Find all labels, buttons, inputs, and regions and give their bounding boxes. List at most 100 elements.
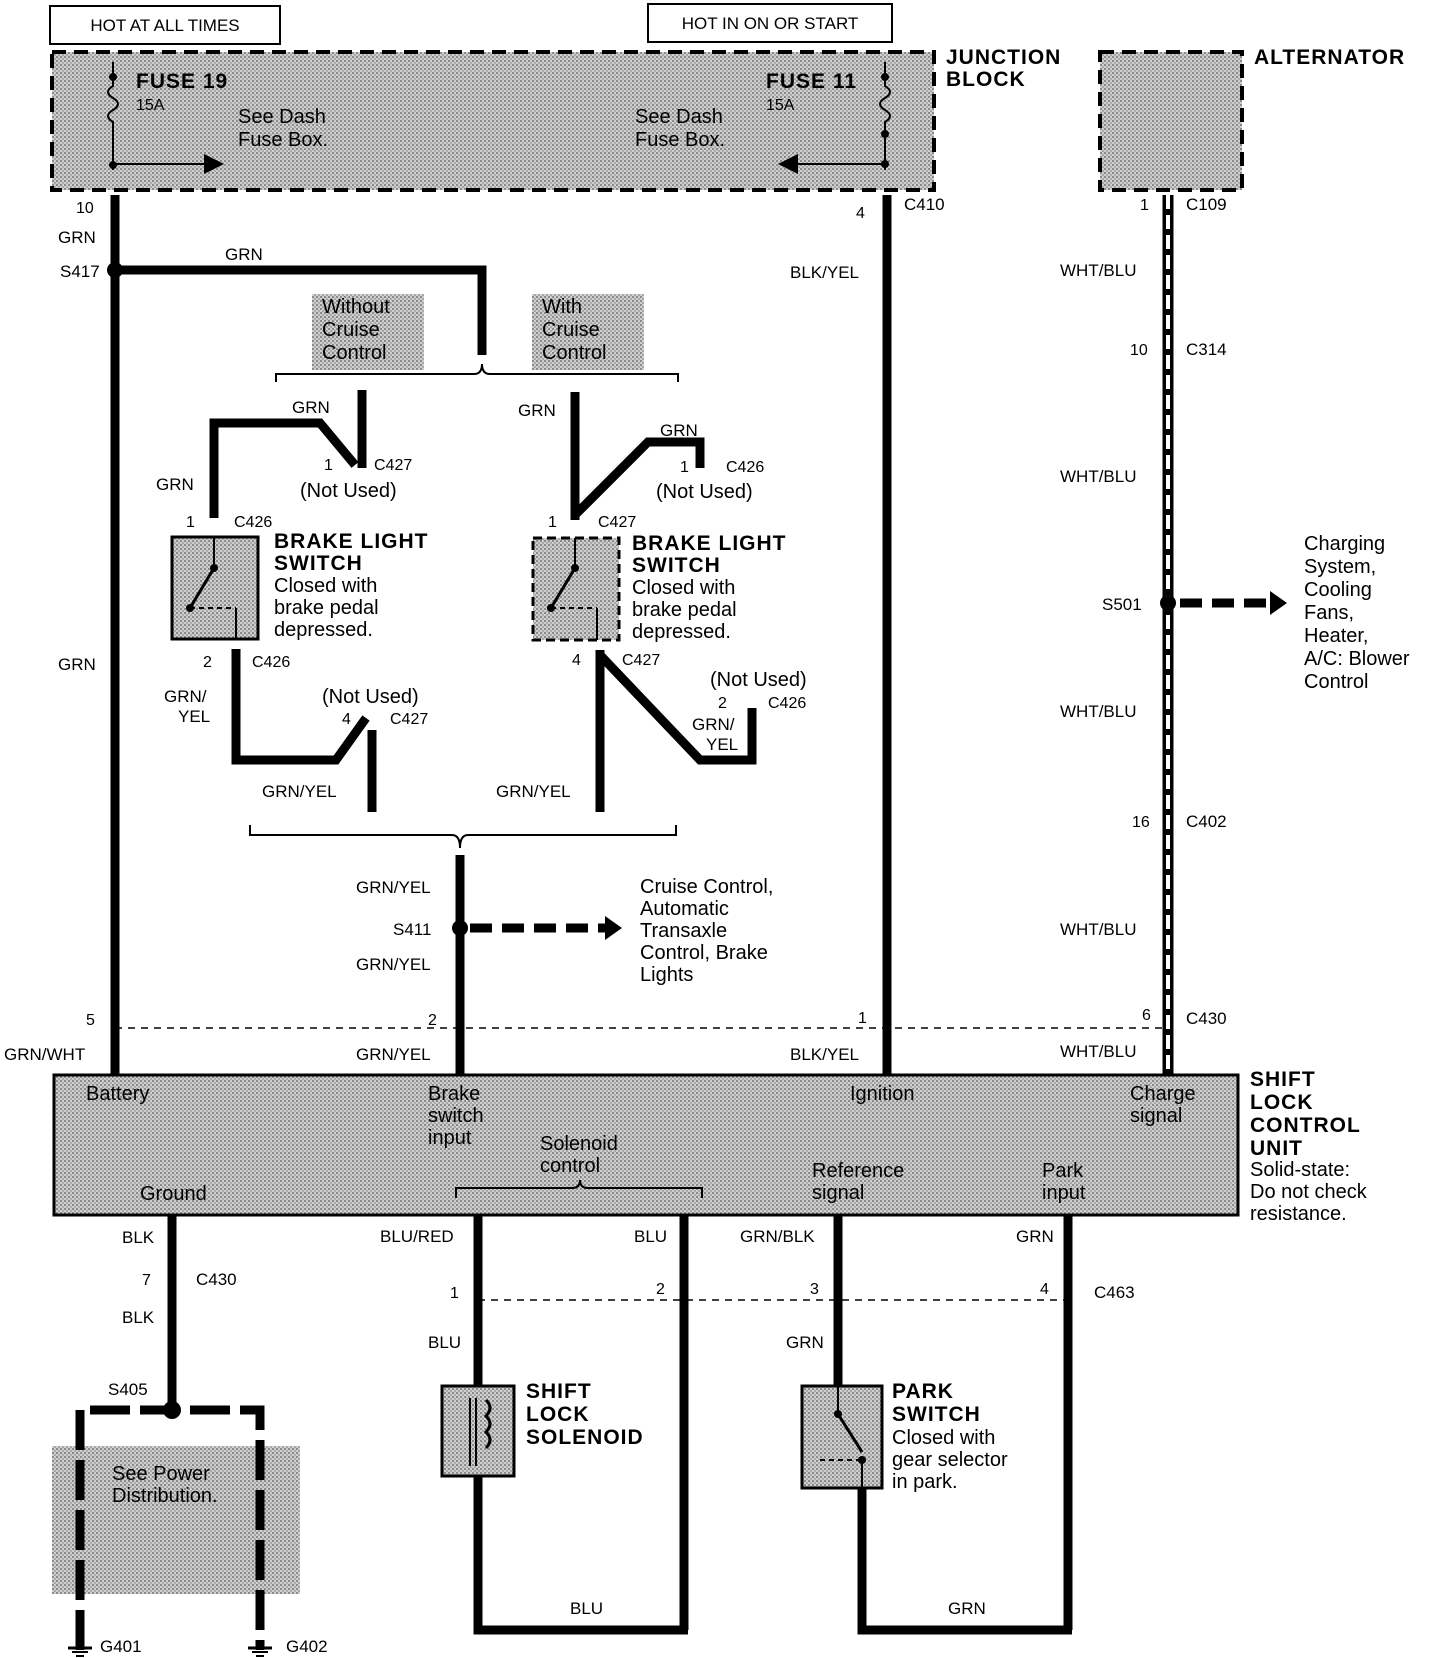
- cu-ground: Ground: [140, 1183, 207, 1205]
- wire-grn-label-6: GRN: [518, 401, 556, 420]
- brake-switch-a-desc-2: brake pedal: [274, 597, 379, 619]
- connector-c430-top: C430: [1186, 1009, 1227, 1028]
- charging-note-7: Control: [1304, 671, 1368, 693]
- pin-1-c426-b: 1: [680, 459, 689, 476]
- wire-wht-blu-4: WHT/BLU: [1060, 920, 1137, 939]
- brake-switch-b-title-1: BRAKE LIGHT: [632, 532, 787, 555]
- charging-note: Charging System, Cooling Fans, Heater, A…: [1304, 533, 1410, 693]
- grn-yel-main-wire: GRN/YEL S411 GRN/YEL 2 GRN/YEL: [356, 855, 622, 1075]
- see-dash-fuse-box-1b: Fuse Box.: [238, 129, 328, 151]
- ground-g401-label: G401: [100, 1637, 142, 1656]
- wire-blk-yel-2: BLK/YEL: [790, 1045, 859, 1064]
- hot-at-all-times-box: HOT AT ALL TIMES: [49, 5, 281, 45]
- cu-reference-2: signal: [812, 1182, 864, 1204]
- wire-grn-yel-b1: GRN/: [692, 715, 735, 734]
- splice-s411-dot: [452, 920, 468, 936]
- connector-c402: C402: [1186, 812, 1227, 831]
- cu-park-2: input: [1042, 1182, 1086, 1204]
- fuse11-symbol: [879, 62, 891, 170]
- pin-2-c426-a: 2: [203, 654, 212, 671]
- power-dist-2: Distribution.: [112, 1485, 218, 1507]
- splice-s501: S501: [1102, 595, 1142, 614]
- alternator-title: ALTERNATOR: [1254, 46, 1405, 69]
- pin-1-c463: 1: [450, 1285, 459, 1302]
- pin-6-c430: 6: [1142, 1007, 1151, 1024]
- cruise-note: Cruise Control, Automatic Transaxle Cont…: [640, 876, 773, 986]
- wire-grn-blk: GRN/BLK: [740, 1227, 815, 1246]
- pin-10: 10: [76, 200, 94, 217]
- solenoid-title-2: LOCK: [526, 1403, 590, 1426]
- wire-wht-blu-2: WHT/BLU: [1060, 467, 1137, 486]
- cu-park-1: Park: [1042, 1160, 1084, 1182]
- wire-grn-yel-c3: GRN/YEL: [356, 1045, 431, 1064]
- park-switch-title-1: PARK: [892, 1380, 954, 1403]
- see-dash-fuse-box-2: See Dash: [635, 106, 723, 128]
- cruise-note-5: Lights: [640, 964, 693, 986]
- cruise-note-4: Control, Brake: [640, 942, 768, 964]
- cu-ignition: Ignition: [850, 1083, 915, 1105]
- charging-note-6: A/C: Blower: [1304, 648, 1410, 670]
- pin-10-c314: 10: [1130, 342, 1148, 359]
- wire-grn-label-8: GRN: [1016, 1227, 1054, 1246]
- connector-c426-d: C426: [768, 695, 806, 712]
- pin-4-c427-a: 4: [342, 711, 351, 728]
- pin-2-c463: 2: [656, 1281, 665, 1298]
- cu-battery: Battery: [86, 1083, 149, 1105]
- pin-1-c427-b: 1: [548, 514, 557, 531]
- cu-title-4: UNIT: [1250, 1137, 1303, 1160]
- without-cruise-1: Without: [322, 296, 390, 318]
- option-brace-top: [275, 363, 679, 382]
- wire-blu-red: BLU/RED: [380, 1227, 454, 1246]
- connector-c426-a: C426: [234, 514, 272, 531]
- with-cruise-2: Cruise: [542, 319, 600, 341]
- ground-g402: G402: [248, 1637, 328, 1657]
- park-switch-symbol: [800, 1384, 884, 1490]
- power-dist-1: See Power: [112, 1463, 210, 1485]
- splice-s411: S411: [393, 920, 431, 939]
- cu-brake-2: switch: [428, 1105, 484, 1127]
- wire-grn-label-4: GRN: [292, 398, 330, 417]
- park-switch-desc-3: in park.: [892, 1471, 958, 1493]
- wire-wht-blu-5: WHT/BLU: [1060, 1042, 1137, 1061]
- brake-switch-b-desc-1: Closed with: [632, 577, 735, 599]
- cu-solenoid-1: Solenoid: [540, 1133, 618, 1155]
- connector-c430-bottom: C430: [196, 1270, 237, 1289]
- not-used-3: (Not Used): [656, 481, 753, 503]
- pin-7-c430: 7: [142, 1272, 151, 1289]
- wire-blu-2: BLU: [428, 1333, 461, 1352]
- cu-brake-3: input: [428, 1127, 472, 1149]
- park-switch-title-2: SWITCH: [892, 1403, 981, 1426]
- fuse11-rating: 15A: [766, 97, 795, 114]
- blk-yel-wire: 4 C410 BLK/YEL 1 BLK/YEL: [790, 195, 945, 1075]
- cu-title-2: LOCK: [1250, 1091, 1314, 1114]
- wire-grn-yel-a1: GRN/: [164, 687, 207, 706]
- fuse19-rating: 15A: [136, 97, 165, 114]
- wire-grn-yel-b2: YEL: [706, 735, 738, 754]
- brake-switch-b-title-2: SWITCH: [632, 554, 721, 577]
- hot-in-on-or-start-label: HOT IN ON OR START: [682, 14, 859, 33]
- pin-2-c426-b: 2: [718, 695, 727, 712]
- wire-blk-yel-1: BLK/YEL: [790, 263, 859, 282]
- cu-brake-1: Brake: [428, 1083, 480, 1105]
- pin-1-c430: 1: [858, 1010, 867, 1027]
- junction-block-title-1: JUNCTION: [946, 46, 1061, 69]
- cu-solenoid-2: control: [540, 1155, 600, 1177]
- ground-circuit: BLK 7 C430 BLK S405 See Power Distributi…: [52, 1215, 300, 1650]
- wire-grn-label-10: GRN: [948, 1599, 986, 1618]
- pin-1-c426-a: 1: [186, 514, 195, 531]
- wire-grn-label-3: GRN: [225, 245, 263, 264]
- pin-5: 5: [86, 1012, 95, 1029]
- brake-switch-with-cruise: GRN GRN 1 C426 (Not Used) 1 C427 BRAKE L…: [496, 392, 807, 812]
- connector-c427-a: C427: [374, 457, 412, 474]
- option-with-cruise: With Cruise Control: [532, 294, 644, 370]
- connector-c410: C410: [904, 195, 945, 214]
- wire-grn-yel-a2: YEL: [178, 707, 210, 726]
- wire-wht-blu-1: WHT/BLU: [1060, 261, 1137, 280]
- hot-in-on-or-start-box: HOT IN ON OR START: [647, 3, 893, 43]
- charging-note-3: Cooling: [1304, 579, 1372, 601]
- not-used-4: (Not Used): [710, 669, 807, 691]
- pin-4-c427-b: 4: [572, 652, 581, 669]
- cu-note-3: resistance.: [1250, 1203, 1347, 1225]
- option-without-cruise: Without Cruise Control: [312, 294, 424, 370]
- wire-grn-wht-label: GRN/WHT: [4, 1045, 85, 1064]
